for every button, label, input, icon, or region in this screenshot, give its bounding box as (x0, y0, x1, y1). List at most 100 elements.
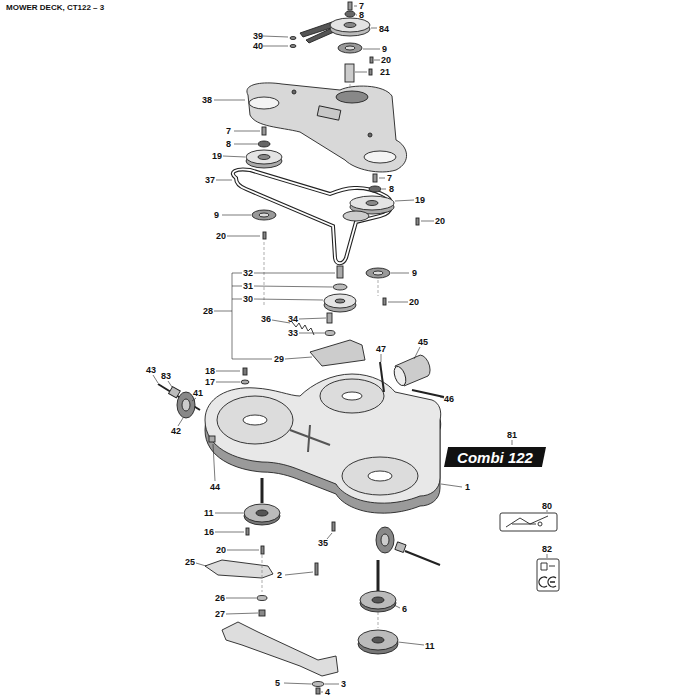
drawing-stroke (243, 415, 267, 425)
drawing-stroke (416, 218, 419, 225)
drawing-stroke (226, 613, 258, 614)
drawing-stroke (205, 374, 441, 503)
drawing-stroke (205, 560, 273, 578)
drawing-stroke (350, 196, 394, 210)
drawing-stroke (354, 6, 357, 7)
drawing-stroke (345, 64, 354, 82)
drawing-stroke (259, 213, 269, 217)
drawing-stroke (227, 550, 259, 551)
drawing-stroke (217, 396, 293, 444)
drawing-stroke (182, 399, 190, 411)
drawing-stroke (382, 189, 386, 190)
drawing-stroke (261, 546, 264, 554)
drawing-stroke (241, 380, 249, 384)
drawing-stroke (342, 392, 362, 400)
drawing-stroke (325, 684, 339, 685)
callout-number: 20 (216, 546, 226, 555)
drawing-stroke (336, 91, 368, 103)
drawing-stroke (214, 311, 232, 312)
decal-band (444, 447, 546, 467)
drawing-stroke (355, 72, 367, 73)
callout-number: 30 (243, 295, 253, 304)
callout-number: 3 (341, 680, 346, 689)
drawing-stroke (395, 200, 414, 201)
callout-number: 2 (277, 571, 282, 580)
callout-number: 47 (376, 345, 386, 354)
drawing-stroke (405, 551, 440, 565)
drawing-stroke (263, 232, 266, 239)
leader-lines (153, 6, 547, 692)
drawing-stroke (345, 46, 355, 50)
drawing-stroke (233, 169, 391, 263)
drawing-stroke (233, 169, 391, 263)
drawing-stroke (506, 516, 548, 527)
callout-number: 16 (204, 528, 214, 537)
callout-number: 29 (274, 355, 284, 364)
drawing-stroke (254, 286, 332, 287)
drawing-stroke (537, 559, 559, 591)
drawing-stroke (388, 302, 408, 303)
drawing-stroke (335, 299, 345, 303)
callout-number: 44 (210, 483, 220, 492)
callout-number: 38 (202, 96, 212, 105)
drawing-stroke (259, 610, 265, 616)
drawing-stroke (261, 478, 264, 503)
drawing-stroke (392, 365, 408, 387)
callout-number: 20 (435, 217, 445, 226)
callout-number: 43 (146, 366, 156, 375)
callout-number: 41 (193, 389, 203, 398)
callout-number: 33 (288, 329, 298, 338)
drawing-stroke (350, 84, 351, 88)
drawing-stroke (373, 174, 377, 182)
drawing-stroke (378, 280, 379, 296)
callout-number: 81 (507, 431, 517, 440)
drawing-stroke (209, 436, 215, 442)
drawing-stroke (264, 242, 265, 305)
drawing-stroke (372, 597, 384, 603)
drawing-stroke (380, 362, 384, 392)
callout-number: 1 (465, 483, 470, 492)
drawing-stroke (290, 425, 330, 452)
callout-number: 28 (203, 307, 213, 316)
callout-number: 40 (253, 42, 263, 51)
drawing-stroke (548, 577, 556, 587)
drawing-stroke (538, 522, 542, 526)
callout-number: 36 (261, 315, 271, 324)
drawing-stroke (226, 598, 256, 599)
drawing-stroke (376, 527, 394, 553)
drawing-stroke (395, 542, 406, 553)
drawing-stroke (262, 555, 263, 592)
callout-number: 37 (205, 176, 215, 185)
drawing-stroke (216, 180, 232, 181)
drawing-stroke (315, 563, 318, 575)
drawing-stroke (383, 298, 386, 305)
drawing-stroke (371, 28, 377, 29)
callout-number: 11 (204, 509, 214, 518)
callout-number: 7 (226, 127, 231, 136)
drawing-stroke (330, 18, 370, 32)
callout-number: 31 (243, 282, 253, 291)
drawing-stroke (412, 390, 444, 397)
drawing-stroke (216, 382, 240, 383)
callout-number: 6 (402, 605, 407, 614)
callout-number: 20 (216, 232, 226, 241)
drawing-stroke (234, 131, 260, 132)
callout-number: 9 (412, 269, 417, 278)
drawing-stroke (394, 605, 400, 608)
drawing-stroke (348, 2, 352, 10)
drawing-stroke (345, 11, 355, 17)
drawing-stroke (299, 318, 326, 319)
drawing-stroke (414, 347, 420, 359)
drawing-stroke (369, 186, 381, 192)
parts (158, 2, 559, 694)
callout-number: 82 (542, 545, 552, 554)
drawing-stroke (370, 57, 373, 63)
drawing-stroke (360, 591, 396, 609)
drawing-stroke (312, 682, 324, 687)
drawing-stroke (512, 440, 513, 445)
drawing-stroke (343, 211, 369, 221)
drawing-stroke (541, 563, 555, 570)
drawing-stroke (214, 100, 245, 101)
drawing-stroke (366, 201, 378, 206)
